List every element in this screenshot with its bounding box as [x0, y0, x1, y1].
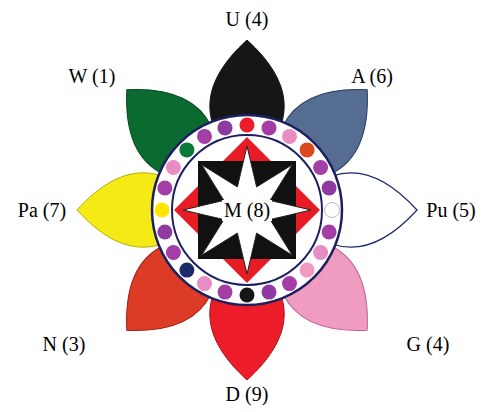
ring-dot [157, 181, 172, 196]
ring-dot [262, 285, 277, 300]
ring-dot [197, 129, 212, 144]
petals [77, 40, 417, 380]
ring-dot [179, 142, 194, 157]
outer-ring [152, 115, 342, 305]
ring-dot [325, 203, 340, 218]
ring-dot [282, 276, 297, 291]
petal-label: G (4) [407, 333, 450, 355]
ring-dot [240, 118, 255, 133]
petal-label: D (9) [226, 383, 269, 405]
petal-label: W (1) [69, 65, 116, 87]
petal-label: Pu (5) [426, 199, 475, 221]
petal [210, 295, 284, 380]
petal-label: U (4) [226, 8, 269, 30]
ring-dot [322, 225, 337, 240]
ring-dot [313, 245, 328, 260]
dot-ring [155, 118, 340, 303]
ring-dot [282, 129, 297, 144]
ring-dot [300, 142, 315, 157]
petal [77, 173, 162, 247]
center-label: M (8) [222, 200, 272, 221]
petal-label: A (6) [351, 65, 393, 87]
red-diamond [174, 137, 320, 283]
ring-dot [166, 160, 181, 175]
petal-label: Pa (7) [18, 199, 66, 221]
ring-dot [218, 285, 233, 300]
inner-ring [172, 135, 322, 285]
ring-dot [240, 288, 255, 303]
ring-dot [262, 120, 277, 135]
white-star [183, 146, 311, 274]
ring-dot [300, 263, 315, 278]
center-node: M (8) [197, 180, 297, 240]
petal-label: N (3) [43, 333, 86, 355]
ring-dot [322, 181, 337, 196]
ring-dot [157, 225, 172, 240]
ring-dot [166, 245, 181, 260]
petal [332, 173, 417, 247]
ring-dot [155, 203, 170, 218]
ring-dot [313, 160, 328, 175]
ring-dot [218, 120, 233, 135]
petal [210, 40, 284, 125]
ring-dot [197, 276, 212, 291]
ring-dot [179, 263, 194, 278]
